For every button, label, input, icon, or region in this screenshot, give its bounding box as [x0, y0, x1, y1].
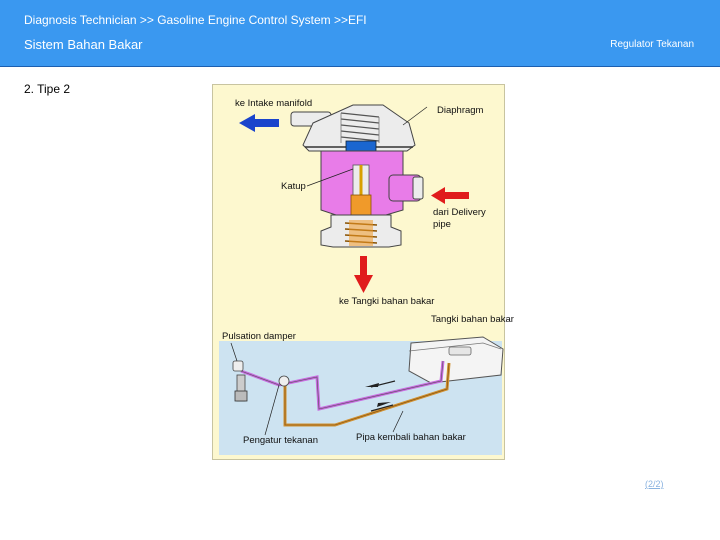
label-pengatur-tekanan: Pengatur tekanan	[243, 435, 319, 446]
label-pipa-kembali: Pipa kembali bahan bakar	[356, 432, 466, 443]
arrow-to-tank-icon	[354, 256, 373, 293]
page-indicator-link[interactable]: (2/2)	[645, 479, 664, 489]
arrow-to-intake-icon	[239, 114, 279, 132]
diagram-panel: ke Intake manifold Diaphragm Katup dari …	[212, 84, 514, 460]
breadcrumb: Diagnosis Technician >> Gasoline Engine …	[24, 13, 367, 27]
label-katup: Katup	[281, 181, 306, 192]
section-title: 2. Tipe 2	[24, 82, 71, 96]
header-bar: Diagnosis Technician >> Gasoline Engine …	[0, 0, 720, 67]
label-diaphragm: Diaphragm	[437, 105, 484, 116]
fuel-system-illustration	[219, 336, 504, 455]
label-delivery-pipe-line2: pipe	[433, 219, 451, 230]
arrow-from-delivery-icon	[431, 187, 469, 204]
label-ke-tangki: ke Tangki bahan bakar	[339, 296, 435, 307]
label-intake-manifold: ke Intake manifold	[235, 98, 313, 109]
pressure-regulator-diagram	[219, 104, 504, 455]
label-tangki: Tangki bahan bakar	[431, 314, 514, 325]
page-subtitle: Regulator Tekanan	[610, 39, 694, 50]
pressure-regulator-illustration	[290, 104, 424, 248]
page-title: Sistem Bahan Bakar	[24, 37, 143, 52]
label-pulsation-damper: Pulsation damper	[222, 331, 296, 342]
label-delivery-pipe-line1: dari Delivery	[433, 207, 486, 218]
